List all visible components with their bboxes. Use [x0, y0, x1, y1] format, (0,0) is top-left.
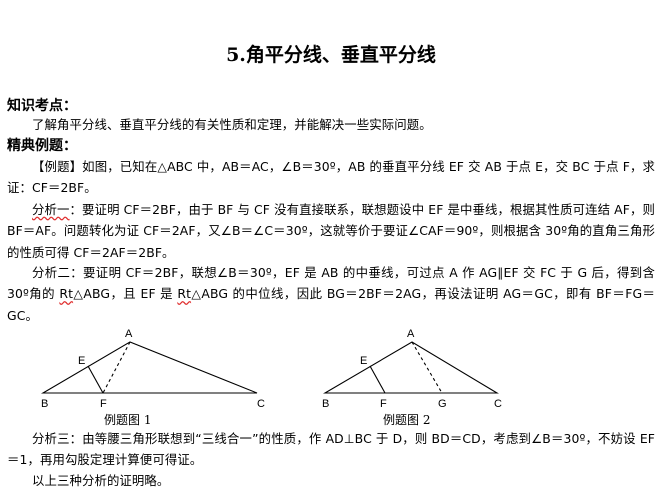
label-f: F [100, 398, 107, 410]
figure-1-diagram: A E B F C [40, 328, 265, 410]
figure-2-caption: 例题图 2 [383, 413, 431, 427]
label-e: E [78, 355, 85, 367]
example-heading: 精典例题： [7, 138, 77, 154]
label-e: E [360, 355, 367, 367]
label-a: A [125, 328, 133, 340]
analysis-two-rt-1: Rt [59, 286, 74, 302]
label-f: F [380, 398, 387, 410]
knowledge-heading: 知识考点： [7, 98, 77, 114]
analysis-two-text-a: 分析二：要证明 CF＝2BF，联想∠B＝30º，EF 是 AB 的中垂线，可过点… [7, 265, 655, 302]
dashed-segment-af [102, 341, 131, 394]
figure-2-diagram: A E B F G C [322, 328, 502, 410]
conclusion: 以上三种分析的证明略。 [32, 473, 170, 488]
knowledge-text: 了解角平分线、垂直平分线的有关性质和定理，并能解决一些实际问题。 [32, 117, 432, 132]
triangle-abc [40, 341, 258, 394]
label-b: B [322, 398, 329, 410]
dashed-segment-ag [411, 341, 443, 394]
label-b: B [41, 398, 48, 410]
perpendicular-bisector-ef [87, 365, 104, 394]
perpendicular-bisector-ef [369, 365, 386, 394]
analysis-two-text-b: △ABG，且 EF 是 [73, 286, 178, 302]
analysis-three: 分析三：由等腰三角形联想到“三线合一”的性质，作 AD⊥BC 于 D，则 BD＝… [7, 431, 655, 468]
analysis-one-label: 分析一 [32, 202, 70, 217]
analysis-two: 分析二：要证明 CF＝2BF，联想∠B＝30º，EF 是 AB 的中垂线，可过点… [7, 262, 655, 326]
label-c: C [257, 398, 265, 410]
label-g: G [438, 398, 447, 410]
figure-1-caption: 例题图 1 [104, 413, 152, 427]
page-title: 5.角平分线、垂直平分线 [226, 44, 436, 66]
analysis-one-text: ：要证明 CF＝2BF，由于 BF 与 CF 没有直接联系，联想题设中 EF 是… [7, 202, 655, 260]
example-problem: 【例题】如图，已知在△ABC 中，AB＝AC，∠B＝30º，AB 的垂直平分线 … [7, 159, 655, 196]
analysis-one: 分析一：要证明 CF＝2BF，由于 BF 与 CF 没有直接联系，联想题设中 E… [7, 199, 655, 263]
triangle-abc [322, 341, 499, 394]
analysis-two-text-c: △ABG 的中位线，因此 BG＝2BF＝2AG，再设法证明 AG＝GC，即有 B… [7, 286, 655, 323]
analysis-two-rt-2: Rt [177, 286, 192, 302]
label-c: C [494, 398, 502, 410]
label-a: A [407, 328, 415, 340]
